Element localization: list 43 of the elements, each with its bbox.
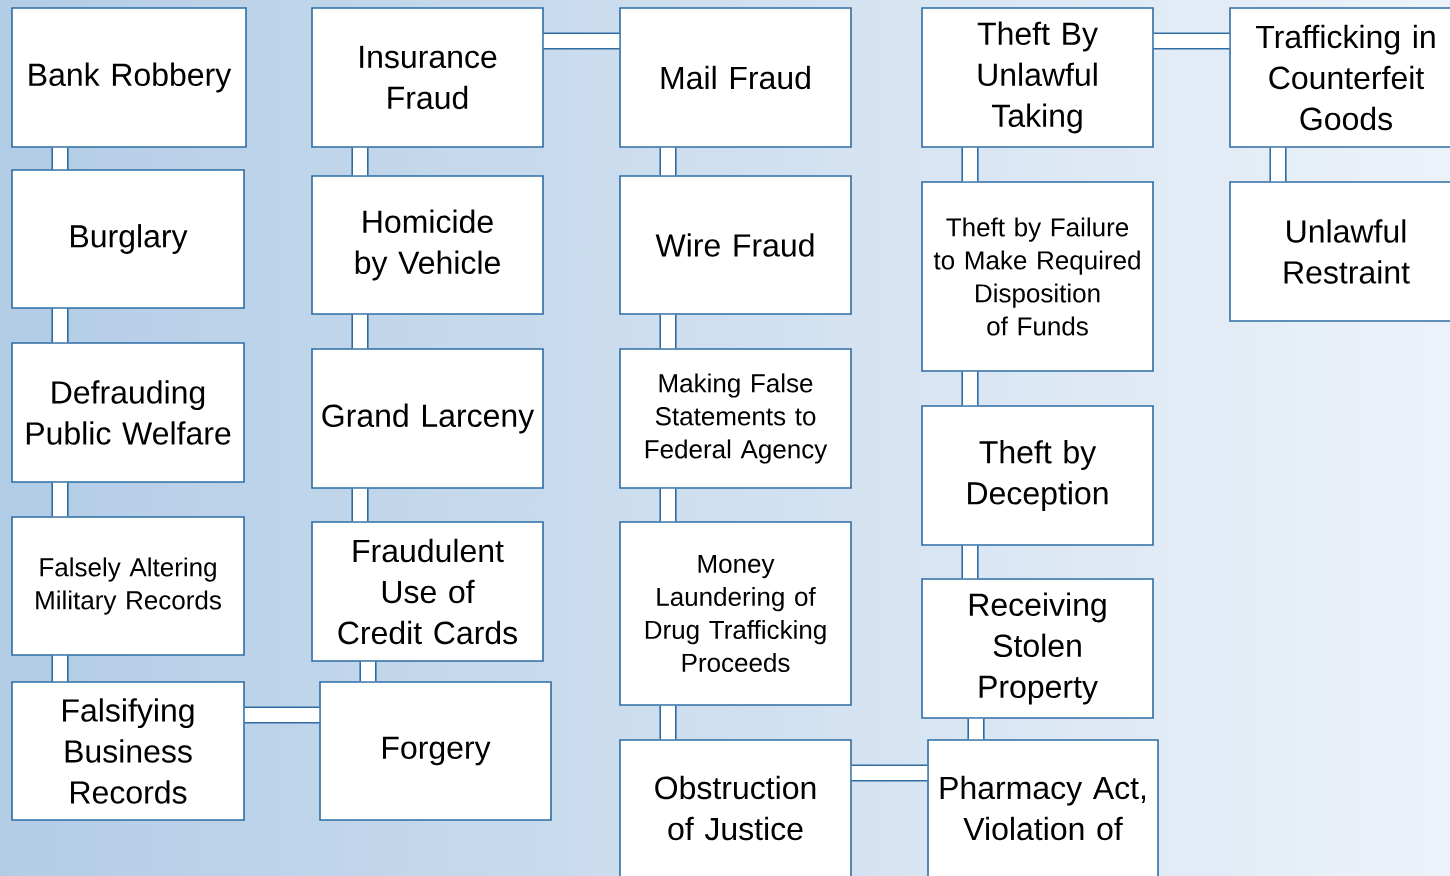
text-box: Wire Fraud [619, 175, 852, 315]
text-box: Obstruction of Justice [619, 739, 852, 876]
connector [351, 314, 369, 349]
connector [351, 147, 369, 176]
connector [1153, 32, 1230, 50]
connector [244, 706, 320, 724]
connector [961, 545, 979, 579]
text-box: Pharmacy Act, Violation of [927, 739, 1159, 876]
connector [851, 764, 928, 782]
connector [51, 308, 69, 343]
text-box: Insurance Fraud [311, 7, 544, 148]
connector [359, 661, 377, 682]
text-box: Receiving Stolen Property [921, 578, 1154, 719]
connector [659, 488, 677, 522]
text-box: Theft by Failure to Make Required Disposition of Funds [921, 181, 1154, 372]
connector [961, 371, 979, 406]
connector [51, 147, 69, 170]
connector [51, 482, 69, 517]
text-box: Mail Fraud [619, 7, 852, 148]
connector [659, 705, 677, 740]
connector [51, 655, 69, 682]
connector [1269, 147, 1287, 182]
text-box: Bank Robbery [11, 7, 247, 148]
connector [659, 147, 677, 176]
text-box: Money Laundering of Drug Trafficking Proceeds [619, 521, 852, 706]
text-box: Grand Larceny [311, 348, 544, 489]
text-box: Burglary [11, 169, 245, 309]
text-box: Theft by Deception [921, 405, 1154, 546]
text-box: Trafficking in Counterfeit Goods [1229, 7, 1450, 148]
text-box: Homicide by Vehicle [311, 175, 544, 315]
text-box: Fraudulent Use of Credit Cards [311, 521, 544, 662]
text-box: Theft By Unlawful Taking [921, 7, 1154, 148]
text-box: Defrauding Public Welfare [11, 342, 245, 483]
text-box: Forgery [319, 681, 552, 821]
text-box: Unlawful Restraint [1229, 181, 1450, 322]
connector [967, 718, 985, 740]
text-box: Falsely Altering Military Records [11, 516, 245, 656]
connector [659, 314, 677, 349]
text-box: Falsifying Business Records [11, 681, 245, 821]
connector [351, 488, 369, 522]
connector [961, 147, 979, 182]
text-box: Making False Statements to Federal Agency [619, 348, 852, 489]
connector [543, 32, 620, 50]
